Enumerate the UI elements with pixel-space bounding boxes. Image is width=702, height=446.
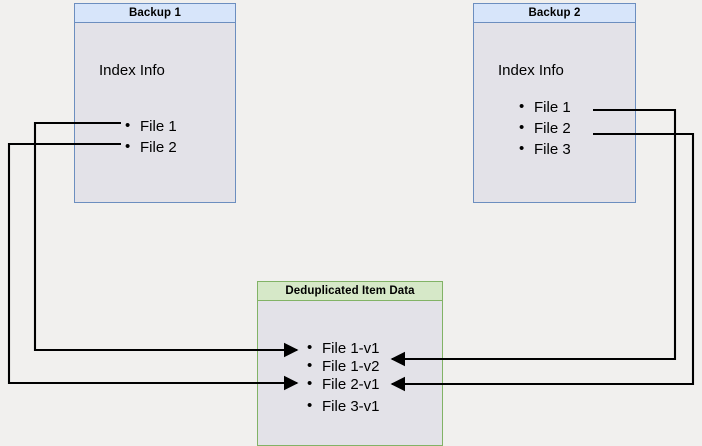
backup1-file-item[interactable]: File 2: [125, 138, 177, 157]
dedup-item[interactable]: File 3-v1: [307, 397, 380, 416]
dedup-item[interactable]: File 1-v2: [307, 357, 380, 376]
dedup-title: Deduplicated Item Data: [258, 282, 442, 301]
backup2-file-item[interactable]: File 2: [519, 119, 571, 138]
dedup-item[interactable]: File 2-v1: [307, 375, 380, 394]
backup1-file-list: File 1 File 2: [125, 117, 177, 160]
backup1-file-item[interactable]: File 1: [125, 117, 177, 136]
backup2-subtitle: Index Info: [498, 62, 564, 79]
backup2-file-item[interactable]: File 3: [519, 140, 571, 159]
backup2-title: Backup 2: [474, 4, 635, 23]
backup2-file-list: File 1 File 2 File 3: [519, 98, 571, 162]
dedup-item-list: File 1-v1 File 1-v2 File 2-v1 File 3-v1: [307, 339, 380, 416]
backup1-subtitle: Index Info: [99, 62, 165, 79]
backup2-box[interactable]: Backup 2 Index Info File 1 File 2 File 3: [473, 3, 636, 203]
backup2-file-item[interactable]: File 1: [519, 98, 571, 117]
dedup-box[interactable]: Deduplicated Item Data File 1-v1 File 1-…: [257, 281, 443, 446]
backup1-box[interactable]: Backup 1 Index Info File 1 File 2: [74, 3, 236, 203]
dedup-item[interactable]: File 1-v1: [307, 339, 380, 358]
backup1-title: Backup 1: [75, 4, 235, 23]
